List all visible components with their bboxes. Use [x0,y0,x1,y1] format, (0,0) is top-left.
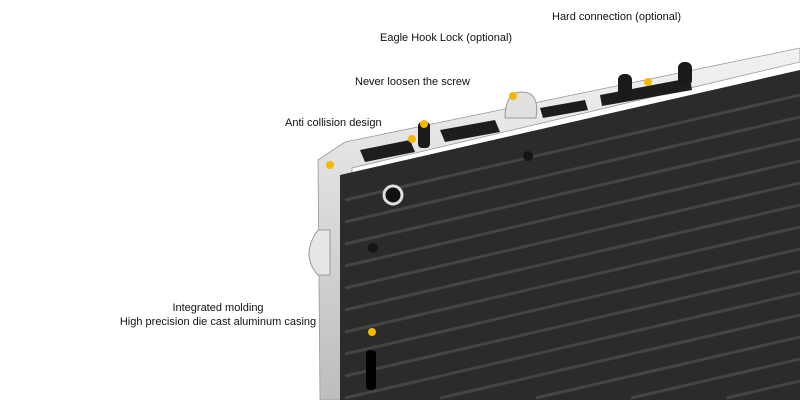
marker-dot [326,161,334,169]
marker-dot [368,328,376,336]
hook-slot [540,100,588,118]
rib [344,225,800,334]
rib [344,269,800,378]
rib [535,335,800,400]
rib [344,115,800,224]
connection-pin [678,62,692,86]
rib [344,181,800,290]
marker-dot [408,135,416,143]
screw-hole [523,151,533,161]
label-hard-connection: Hard connection (optional) [552,11,682,23]
rib [439,313,800,400]
rib [630,357,800,400]
rib [344,203,800,312]
rib [344,137,800,246]
label-casing: Integrated molding High precision die ca… [118,301,318,329]
rib [344,159,800,268]
connection-pin [618,74,632,100]
screw-hole [368,243,378,253]
label-never-loosen-screw: Never loosen the screw [355,76,470,88]
marker-dot [509,92,517,100]
rib [344,291,800,400]
casing-ribs [344,93,800,400]
label-anti-collision: Anti collision design [285,117,382,129]
rib [344,247,800,356]
label-integrated-molding: Integrated molding [172,302,264,314]
side-lock [308,229,331,276]
side-slot [366,350,376,390]
rib [344,93,800,202]
label-die-cast-casing: High precision die cast aluminum casing [119,316,317,328]
marker-dot [420,120,428,128]
screw-hole [382,184,404,206]
marker-dot [644,78,652,86]
screw [418,122,430,148]
rib [725,379,800,400]
label-eagle-hook-lock: Eagle Hook Lock (optional) [380,32,513,44]
